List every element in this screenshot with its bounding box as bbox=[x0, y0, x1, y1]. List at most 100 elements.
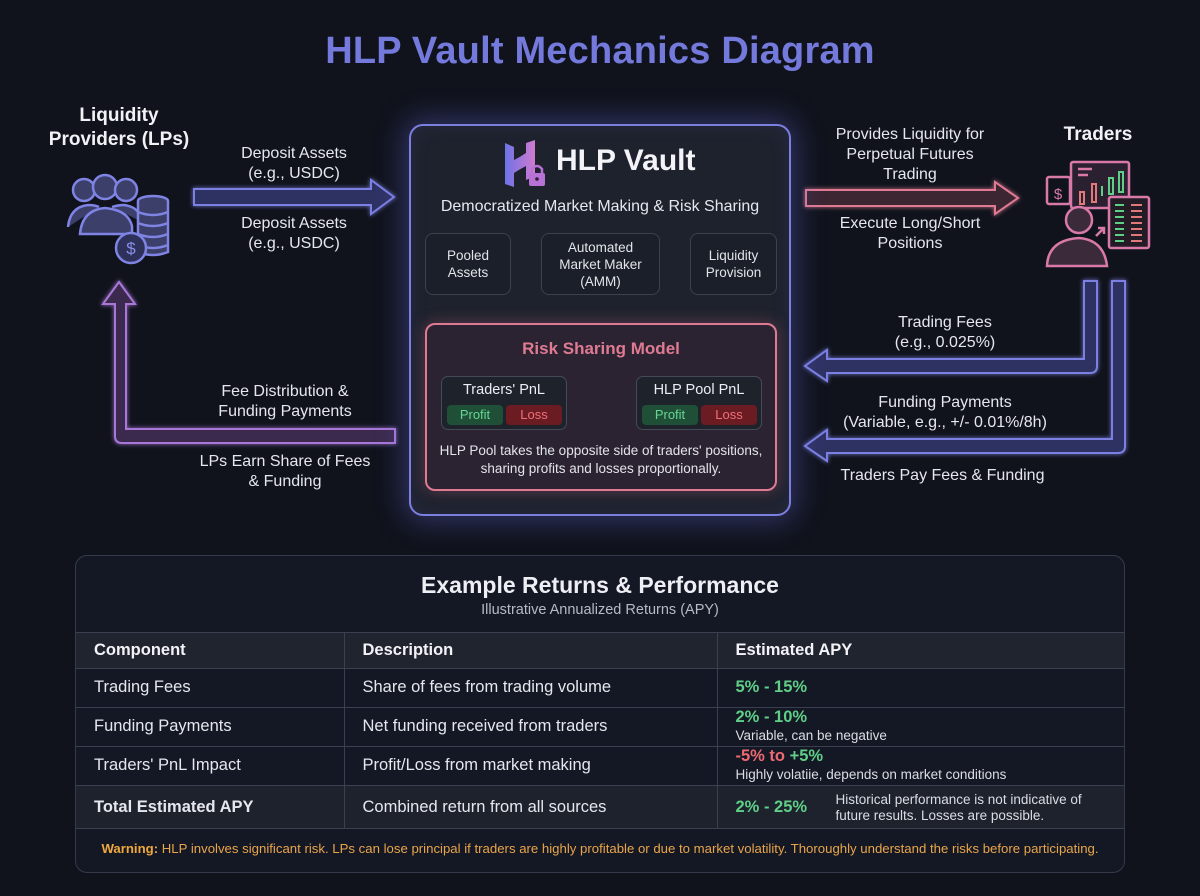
apy-value: 5% - 15% bbox=[736, 678, 836, 697]
step-line: (AMM) bbox=[580, 273, 621, 289]
step-line: Liquidity bbox=[708, 248, 759, 263]
apy-cell: 2% - 25%Historical performance is not in… bbox=[716, 784, 1124, 830]
column-header: Estimated APY bbox=[716, 632, 1124, 669]
lps-title-line2: Providers (LPs) bbox=[48, 129, 190, 150]
traders-pnl-title: Traders' PnL bbox=[462, 382, 545, 398]
apy-low: -5% to bbox=[735, 746, 786, 765]
component-cell: Trading Fees bbox=[76, 668, 344, 707]
svg-text:$: $ bbox=[126, 239, 136, 258]
lps-title: Liquidity Providers (LPs) bbox=[40, 104, 198, 152]
step-line: Pooled bbox=[446, 248, 490, 263]
apy-high: 10% bbox=[774, 707, 808, 726]
label-line: (Variable, e.g., +/- 0.01%/8h) bbox=[843, 414, 1047, 431]
trading-fees-label: Trading Fees (e.g., 0.025%) bbox=[860, 313, 1030, 353]
liquidity-label-top: Provides Liquidity for Perpetual Futures… bbox=[810, 125, 1010, 185]
liquidity-label-bottom: Execute Long/Short Positions bbox=[810, 214, 1010, 254]
hlp-profit-chip: Profit bbox=[642, 405, 698, 425]
apy-high: 25% bbox=[774, 798, 808, 817]
label-line: LPs Earn Share of Fees bbox=[199, 453, 371, 470]
note-line: sharing profits and losses proportionall… bbox=[480, 461, 722, 476]
deposit-label-bottom: Deposit Assets (e.g., USDC) bbox=[214, 214, 374, 254]
label-line: Execute Long/Short bbox=[839, 215, 981, 232]
apy-high: 15% bbox=[774, 678, 808, 697]
risk-model-title: Risk Sharing Model bbox=[522, 339, 680, 358]
step-line: Provision bbox=[705, 265, 762, 280]
returns-table: Component Description Estimated APY Trad… bbox=[76, 632, 1124, 830]
apy-low: 2% bbox=[735, 798, 760, 817]
apy-cell: 2% - 10%Variable, can be negative bbox=[716, 706, 1124, 747]
risk-model-note: HLP Pool takes the opposite side of trad… bbox=[427, 442, 775, 478]
traders-title: Traders bbox=[1063, 124, 1133, 145]
apy-note: Highly volatiie, depends on market condi… bbox=[735, 767, 1007, 783]
traders-pnl-box: Traders' PnL Profit Loss bbox=[441, 376, 567, 430]
label-line: & Funding bbox=[248, 473, 322, 490]
step-line: Automated bbox=[567, 239, 634, 255]
apy-low: 2% bbox=[735, 707, 760, 726]
step-line: Assets bbox=[447, 265, 489, 280]
vault-subtitle: Democratized Market Making & Risk Sharin… bbox=[440, 198, 760, 215]
apy-separator: - bbox=[759, 678, 775, 697]
step-line: Market Maker bbox=[559, 256, 642, 272]
label-line: (e.g., USDC) bbox=[248, 165, 340, 182]
warning-text: HLP involves significant risk. LPs can l… bbox=[158, 841, 1099, 856]
label-line: Perpetual Futures bbox=[846, 146, 974, 163]
component-cell: Traders' PnL Impact bbox=[76, 745, 344, 786]
deposit-label-top: Deposit Assets (e.g., USDC) bbox=[214, 144, 374, 184]
traders-profit-chip: Profit bbox=[447, 405, 503, 425]
diagram-title: HLP Vault Mechanics Diagram bbox=[325, 30, 875, 72]
apy-note: Historical performance is not indicative… bbox=[835, 791, 1082, 823]
apy-value: -5% to +5% bbox=[736, 747, 836, 766]
table-header-row: Component Description Estimated APY bbox=[76, 632, 1124, 669]
hlp-loss-chip: Loss bbox=[701, 405, 757, 425]
traders-pay-label: Traders Pay Fees & Funding bbox=[840, 467, 1045, 484]
returns-subtitle: Illustrative Annualized Returns (APY) bbox=[481, 602, 719, 618]
label-line: (e.g., 0.025%) bbox=[894, 334, 996, 351]
description-cell: Profit/Loss from market making bbox=[343, 745, 717, 786]
hlp-lock-logo-icon bbox=[505, 140, 545, 187]
component-cell: Total Estimated APY bbox=[76, 784, 344, 830]
users-coins-icon: $ bbox=[66, 173, 170, 265]
label-line: Deposit Assets bbox=[241, 145, 347, 162]
description-cell: Combined return from all sources bbox=[343, 784, 717, 830]
description-cell: Share of fees from trading volume bbox=[343, 668, 717, 707]
warning-label: Warning: bbox=[101, 841, 159, 856]
deposit-arrow bbox=[193, 178, 396, 216]
traders-loss-chip: Loss bbox=[506, 405, 562, 425]
returns-title: Example Returns & Performance bbox=[421, 572, 779, 598]
apy-note: Variable, can be negative bbox=[735, 728, 887, 744]
label-line: Funding Payments bbox=[878, 394, 1012, 411]
label-line: Trading bbox=[883, 166, 937, 183]
funding-payments-label: Funding Payments (Variable, e.g., +/- 0.… bbox=[830, 393, 1060, 433]
returns-table-card: Example Returns & Performance Illustrati… bbox=[75, 555, 1125, 873]
liquidity-arrow bbox=[805, 180, 1020, 216]
apy-high: +5% bbox=[789, 746, 824, 765]
apy-separator: - bbox=[759, 707, 775, 726]
label-line: (e.g., USDC) bbox=[248, 235, 340, 252]
label-line: Positions bbox=[877, 235, 943, 252]
fee-distribution-label: Fee Distribution & Funding Payments bbox=[200, 382, 370, 422]
component-cell: Funding Payments bbox=[76, 706, 344, 747]
apy-value: 2% - 10% bbox=[736, 708, 836, 727]
trader-chart-icon: $ bbox=[1045, 160, 1151, 268]
column-header: Description bbox=[343, 632, 717, 669]
label-line: Provides Liquidity for bbox=[835, 126, 985, 143]
apy-separator: - bbox=[759, 798, 775, 817]
hlp-pnl-box: HLP Pool PnL Profit Loss bbox=[636, 376, 762, 430]
label-line: Trading Fees bbox=[898, 314, 992, 331]
funding-payments-arrow bbox=[803, 280, 1126, 463]
label-line: Funding Payments bbox=[218, 403, 352, 420]
label-line: Fee Distribution & bbox=[221, 383, 349, 400]
apy-cell: -5% to +5%Highly volatiie, depends on ma… bbox=[716, 745, 1124, 786]
vault-title: HLP Vault bbox=[556, 144, 696, 177]
description-cell: Net funding received from traders bbox=[343, 706, 717, 747]
hlp-vault-panel: HLP Vault Democratized Market Making & R… bbox=[409, 124, 791, 516]
svg-text:$: $ bbox=[1054, 186, 1063, 203]
risk-warning: Warning: HLP involves significant risk. … bbox=[76, 841, 1124, 856]
apy-value: 2% - 25% bbox=[736, 798, 836, 817]
